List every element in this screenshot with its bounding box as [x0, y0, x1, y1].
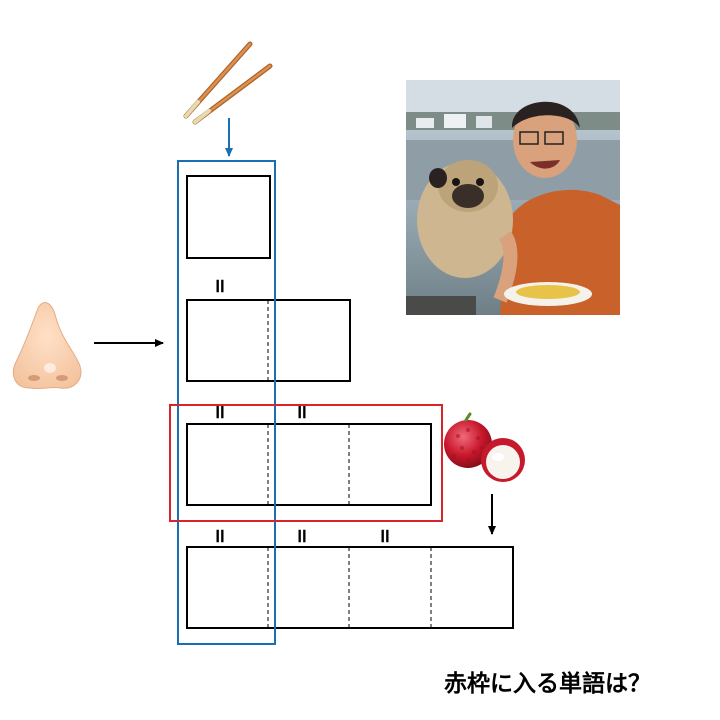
chopsticks-icon	[183, 41, 273, 125]
grid-row-1	[186, 175, 271, 259]
grid-row-2	[186, 299, 351, 382]
equals-sign: =	[291, 404, 315, 421]
grid-cell-group	[186, 423, 432, 506]
equals-sign: =	[209, 404, 233, 421]
question-text: 赤枠に入る単語は？	[444, 671, 651, 697]
grid-row-4	[186, 546, 514, 629]
equals-sign: =	[209, 278, 233, 295]
equals-sign: =	[374, 528, 398, 545]
grid-cell	[186, 175, 271, 259]
grid-cell-group	[186, 546, 514, 629]
grid-cell-group	[186, 299, 351, 382]
nose-icon	[12, 302, 82, 390]
column-highlight-frame	[177, 160, 276, 645]
equals-sign: =	[291, 528, 315, 545]
equals-sign: =	[209, 528, 233, 545]
grid-row-3	[186, 423, 432, 506]
answer-row-highlight-frame	[169, 404, 443, 522]
man-holding-pug-photo	[406, 80, 620, 315]
lychee-icon	[444, 412, 525, 482]
